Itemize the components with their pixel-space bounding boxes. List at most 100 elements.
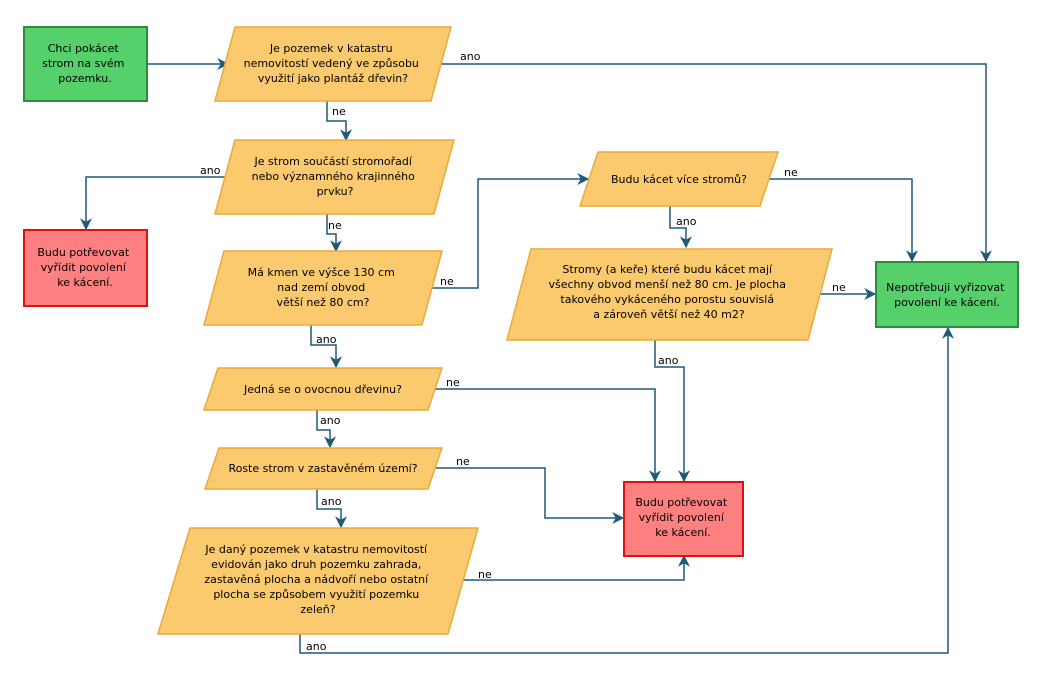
edge-q8-yes bbox=[299, 326, 954, 654]
start-line: pozemku. bbox=[58, 72, 111, 85]
decision-shape bbox=[214, 26, 452, 102]
decision-line: zastavěná plocha a nádvoří nebo ostatní bbox=[204, 573, 429, 586]
permit-line: vyřídit povolení bbox=[639, 511, 725, 524]
edge-label-q8-yes: ano bbox=[306, 640, 327, 653]
decision-shape bbox=[203, 447, 444, 490]
decision-line: Má kmen ve výšce 130 cm bbox=[248, 266, 395, 279]
edge-label-q4-no: ne bbox=[784, 166, 798, 179]
decision-avenue: Je strom součástí stromořadí nebo význam… bbox=[214, 139, 455, 215]
edge-label-q6-no: ne bbox=[446, 376, 460, 389]
edge-q6-yes bbox=[316, 410, 336, 449]
edge-label-q8-no: ne bbox=[478, 568, 492, 581]
edge-q7-yes bbox=[316, 489, 347, 529]
decision-more-trees: Budu kácet více stromů? bbox=[578, 151, 780, 207]
decision-line: Je strom součástí stromořadí bbox=[254, 155, 413, 168]
no-permit-line: Nepotřebuji vyřizovat bbox=[886, 281, 1005, 294]
edge-q5-yes bbox=[654, 340, 690, 483]
edge-label-q2-no: ne bbox=[328, 219, 342, 232]
edge-q7-no bbox=[433, 467, 625, 524]
edge-q1-no bbox=[326, 101, 352, 142]
decision-line: větší než 80 cm? bbox=[277, 296, 370, 309]
decision-land-type: Je daný pozemek v katastru nemovitostí e… bbox=[156, 527, 479, 635]
edge-label-q2-yes: ano bbox=[200, 164, 221, 177]
edge-label-q7-yes: ano bbox=[321, 495, 342, 508]
edge-q2-yes bbox=[80, 176, 232, 231]
edge-label-q1-yes: ano bbox=[460, 50, 481, 63]
no-permit-node: Nepotřebuji vyřizovat povolení ke kácení… bbox=[875, 261, 1019, 328]
edge-label-q3-yes: ano bbox=[316, 333, 337, 346]
decision-line: Stromy (a keře) které budu kácet mají bbox=[562, 263, 773, 276]
decision-line: Roste strom v zastavěném území? bbox=[228, 462, 417, 475]
decision-line: nebo významného krajinného bbox=[252, 170, 416, 183]
edge-label-q4-yes: ano bbox=[676, 215, 697, 228]
start-line: Chci pokácet bbox=[48, 42, 120, 55]
decision-fruit-tree: Jedná se o ovocnou dřevinu? bbox=[202, 367, 444, 411]
decision-line: nemovitostí vedený ve způsobu bbox=[244, 57, 419, 70]
permit-line: ke kácení. bbox=[655, 526, 711, 539]
svg-text:Jedná se o ovocnou dřevinu?: Jedná se o ovocnou dřevinu? bbox=[243, 383, 402, 396]
permit-box bbox=[623, 481, 744, 557]
edge-q8-no bbox=[463, 554, 690, 581]
decision-shape bbox=[214, 139, 455, 215]
decision-shape bbox=[506, 248, 833, 341]
decision-line: všechny obvod menší než 80 cm. Je plocha bbox=[549, 278, 786, 291]
svg-text:Roste strom v zastavěném území: Roste strom v zastavěném území? bbox=[228, 462, 417, 475]
edge-q2-no bbox=[326, 214, 342, 253]
permit-line: ke kácení. bbox=[57, 276, 113, 289]
start-line: strom na svém bbox=[42, 57, 124, 70]
decision-line: nad zemí obvod bbox=[277, 281, 365, 294]
permit-node-middle: Budu potřevovat vyřídit povolení ke káce… bbox=[623, 481, 744, 557]
decision-built-area: Roste strom v zastavěném území? bbox=[203, 447, 444, 490]
permit-line: vyřídit povolení bbox=[41, 261, 127, 274]
edge-labels: ano ne ano ne ne ano ne ano ne ano ne an… bbox=[200, 50, 846, 653]
svg-text:Stromy (a keře) které budu kác: Stromy (a keře) které budu kácet mají vš… bbox=[549, 263, 790, 321]
no-permit-box bbox=[875, 261, 1019, 328]
decision-line: Je pozemek v katastru bbox=[269, 42, 393, 55]
decision-line: a zároveň větší než 40 m2? bbox=[593, 308, 745, 321]
svg-text:Má kmen ve výšce 130 cm: Má kmen ve výšce 130 cm nad zemí obvod v… bbox=[248, 266, 399, 309]
start-node: Chci pokácet strom na svém pozemku. bbox=[23, 26, 148, 102]
edges bbox=[80, 58, 992, 654]
svg-text:Budu potřevovat vyřídit: Budu potřevovat vyřídit povolení ke káce… bbox=[635, 496, 730, 539]
decision-line: evidován jako druh pozemku zahrada, bbox=[211, 558, 421, 571]
decision-line: Je daný pozemek v katastru nemovitostí bbox=[204, 543, 428, 556]
edge-label-q3-no: ne bbox=[440, 275, 454, 288]
permit-line: Budu potřevovat bbox=[635, 496, 728, 509]
decision-plantation: Je pozemek v katastru nemovitostí vedený… bbox=[214, 26, 452, 102]
decision-shape bbox=[203, 250, 443, 326]
decision-line: takového vykáceného porostu souvislá bbox=[560, 293, 774, 306]
decision-line: Jedná se o ovocnou dřevinu? bbox=[243, 383, 402, 396]
decision-line: využití jako plantáž dřevin? bbox=[258, 72, 408, 85]
start-box bbox=[23, 26, 148, 102]
no-permit-line: povolení ke kácení. bbox=[894, 296, 1000, 309]
svg-text:Je strom součástí stromořadí: Je strom součástí stromořadí nebo význam… bbox=[252, 155, 419, 198]
edge-q4-no bbox=[766, 178, 918, 263]
edge-q4-yes bbox=[669, 206, 692, 249]
edge-q6-no bbox=[433, 388, 661, 483]
edge-q3-yes bbox=[310, 325, 342, 369]
decision-line: zeleň? bbox=[300, 603, 335, 616]
decision-trunk: Má kmen ve výšce 130 cm nad zemí obvod v… bbox=[203, 250, 443, 326]
svg-text:Je pozemek v katastru ne: Je pozemek v katastru nemovitostí vedený… bbox=[244, 42, 423, 85]
svg-text:Je daný pozemek v katastru nem: Je daný pozemek v katastru nemovitostí e… bbox=[204, 543, 431, 616]
svg-text:Chci pokácet strom na sv: Chci pokácet strom na svém pozemku. bbox=[42, 42, 128, 85]
edge-q3-no bbox=[430, 173, 590, 289]
svg-text:Budu kácet více stromů?: Budu kácet více stromů? bbox=[611, 173, 747, 186]
decision-shape bbox=[578, 151, 780, 207]
edge-q1-yes bbox=[440, 63, 992, 263]
decision-line: prvku? bbox=[317, 185, 354, 198]
svg-text:Nepotřebuji vyřizovat po: Nepotřebuji vyřizovat povolení ke kácení… bbox=[886, 281, 1008, 309]
decision-line: Budu kácet více stromů? bbox=[611, 173, 747, 186]
edge-label-q7-no: ne bbox=[456, 455, 470, 468]
decision-shape bbox=[202, 367, 444, 411]
permit-node-left: Budu potřevovat vyřídit povolení ke káce… bbox=[23, 229, 148, 307]
edge-label-q5-no: ne bbox=[832, 281, 846, 294]
edge-label-q5-yes: ano bbox=[658, 354, 679, 367]
decision-shape bbox=[156, 527, 479, 635]
decision-line: plocha se způsobem využití pozemku bbox=[213, 588, 419, 601]
svg-text:Budu potřevovat vyřídit: Budu potřevovat vyřídit povolení ke káce… bbox=[37, 246, 132, 289]
permit-box bbox=[23, 229, 148, 307]
decision-stand-area: Stromy (a keře) které budu kácet mají vš… bbox=[506, 248, 833, 341]
